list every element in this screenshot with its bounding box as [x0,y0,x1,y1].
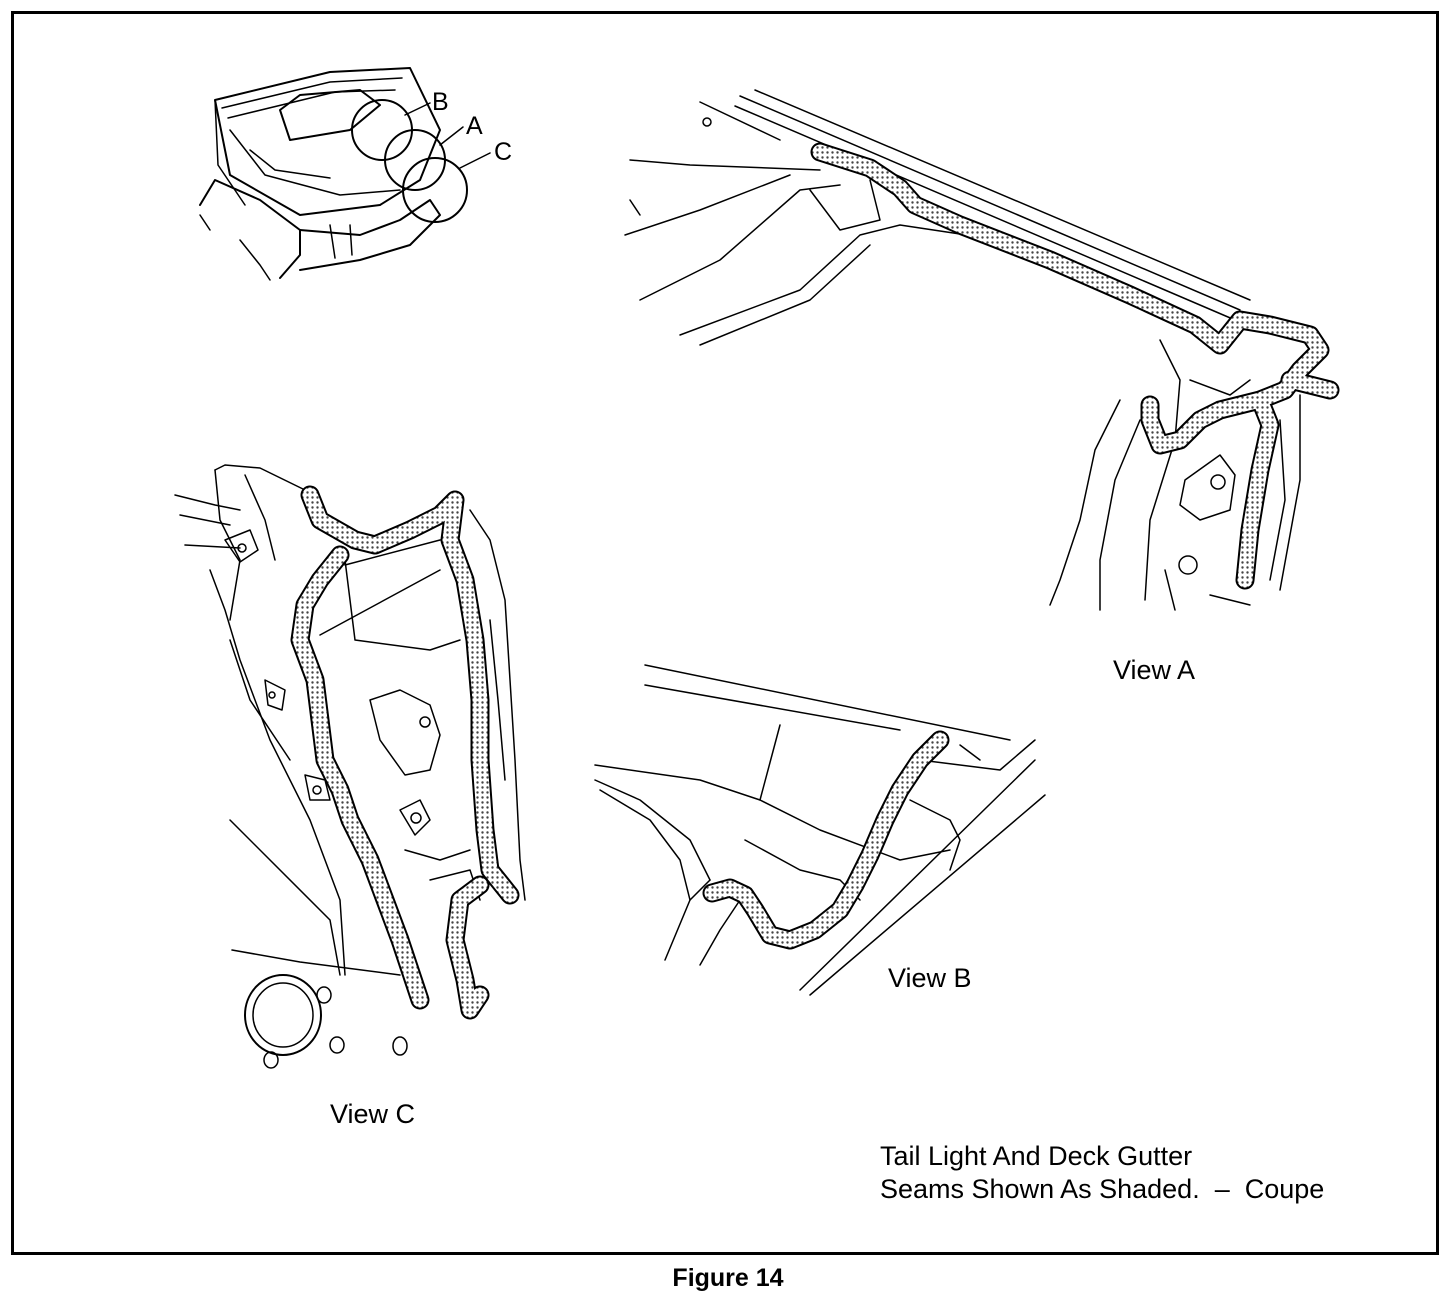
figure-border [11,11,1439,1255]
view-b-label: View B [888,963,972,993]
callout-a: A [466,112,483,140]
view-c-drawing [174,464,526,1069]
callout-c: C [494,138,513,166]
detail-circle-c [402,157,468,223]
caption-line-2: Seams Shown As Shaded. – Coupe [880,1174,1325,1204]
view-b-drawing [594,664,1046,996]
view-a-label: View A [1113,655,1196,685]
detail-circle-a [384,129,446,191]
caption-line-1: Tail Light And Deck Gutter [880,1141,1193,1171]
figure-label: Figure 14 [672,1264,784,1292]
detail-circle-b [351,99,413,161]
view-a-drawing [624,89,1340,611]
callout-b: B [432,88,449,116]
view-c-label: View C [330,1099,416,1129]
car-overview-drawing [199,67,491,281]
